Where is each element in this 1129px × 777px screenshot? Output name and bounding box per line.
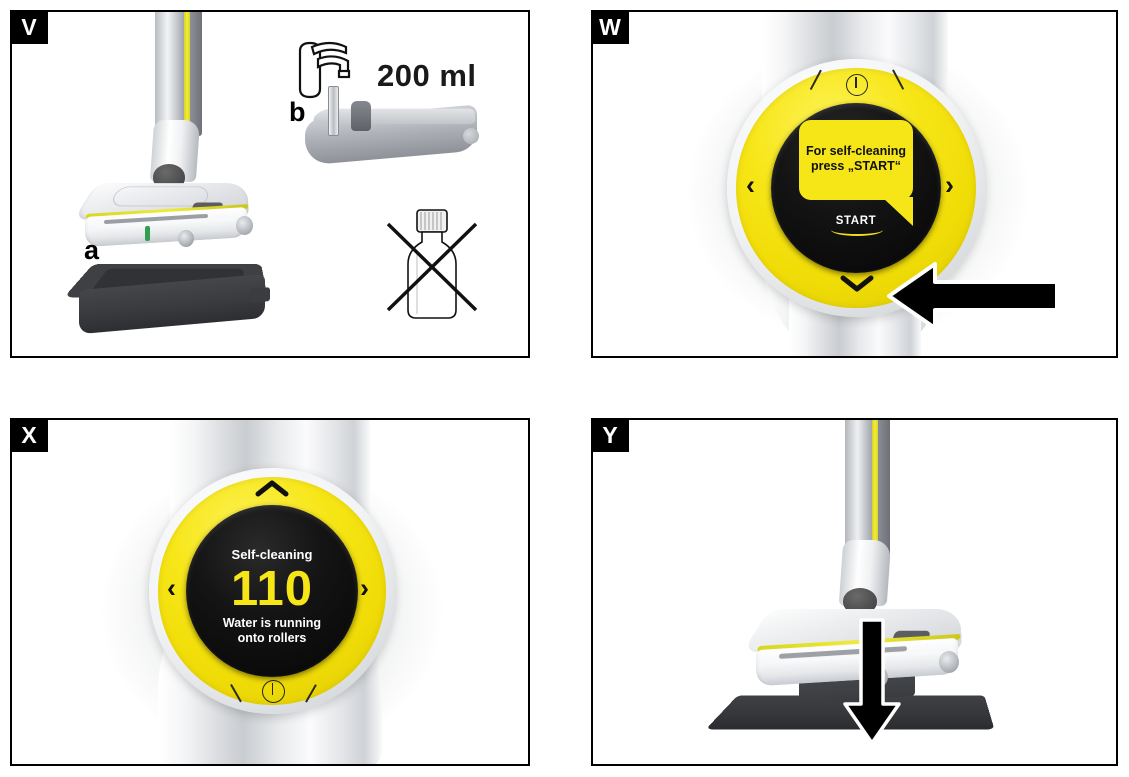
handle-shaft-shadow — [190, 12, 202, 136]
chevron-down-icon[interactable] — [839, 274, 875, 299]
power-icon-bar — [271, 683, 274, 695]
detergent-bottle-crossed-out-icon — [384, 202, 480, 327]
status-line-1: Water is running — [222, 616, 322, 630]
tooltip-line-2: press „START“ — [810, 159, 902, 173]
display-screen — [186, 505, 358, 677]
panel-label-x: X — [12, 420, 48, 452]
panel-label-y: Y — [593, 420, 629, 452]
status-line-2: onto rollers — [237, 631, 307, 645]
arrow-pointing-down-onto-parking-station — [839, 616, 905, 753]
faucet-icon — [290, 37, 376, 119]
screen-title: Self-cleaning — [231, 547, 313, 562]
next-button[interactable]: › — [360, 573, 369, 603]
chevron-up-icon[interactable] — [254, 478, 290, 503]
panel-x-illustration: ‹ › Self-cleaning 110 Water is running o… — [12, 420, 528, 764]
floor-cleaner-head-icon — [73, 178, 258, 254]
panel-label-w: W — [593, 12, 629, 44]
prev-button[interactable]: ‹ — [167, 573, 176, 603]
panel-v-illustration: a b 200 ml — [12, 12, 528, 356]
tooltip-bubble — [799, 120, 913, 200]
power-icon[interactable] — [262, 680, 285, 703]
panel-label-v: V — [12, 12, 48, 44]
panel-w-illustration: ‹ › For self-cleaning press „START“ STAR… — [593, 12, 1116, 356]
countdown-value: 110 — [230, 562, 314, 616]
next-button[interactable]: › — [945, 170, 954, 200]
power-icon-bar — [855, 77, 857, 88]
panel-y: Y — [591, 418, 1118, 766]
handle-yellow-stripe — [184, 12, 191, 140]
prev-button[interactable]: ‹ — [746, 170, 755, 200]
arrow-pointing-to-down-button — [883, 258, 1063, 339]
callout-label-b: b — [289, 97, 306, 127]
handle-shaft-shadow — [878, 420, 890, 556]
water-tank-icon — [305, 86, 495, 166]
start-button-underline — [831, 224, 883, 236]
panel-w: W ‹ › — [591, 10, 1118, 358]
panel-v: V a — [10, 10, 530, 358]
panel-x: X ‹ › Self-cleaning 110 — [10, 418, 530, 766]
tooltip-line-1: For self-cleaning — [805, 144, 907, 158]
callout-label-a: a — [84, 235, 100, 265]
panel-y-illustration — [593, 420, 1116, 764]
cleaning-tray-icon — [63, 252, 270, 345]
power-icon[interactable] — [846, 74, 868, 96]
volume-label: 200 ml — [377, 58, 477, 93]
tooltip-bubble-tail — [882, 197, 914, 232]
handle-yellow-stripe — [872, 420, 879, 562]
